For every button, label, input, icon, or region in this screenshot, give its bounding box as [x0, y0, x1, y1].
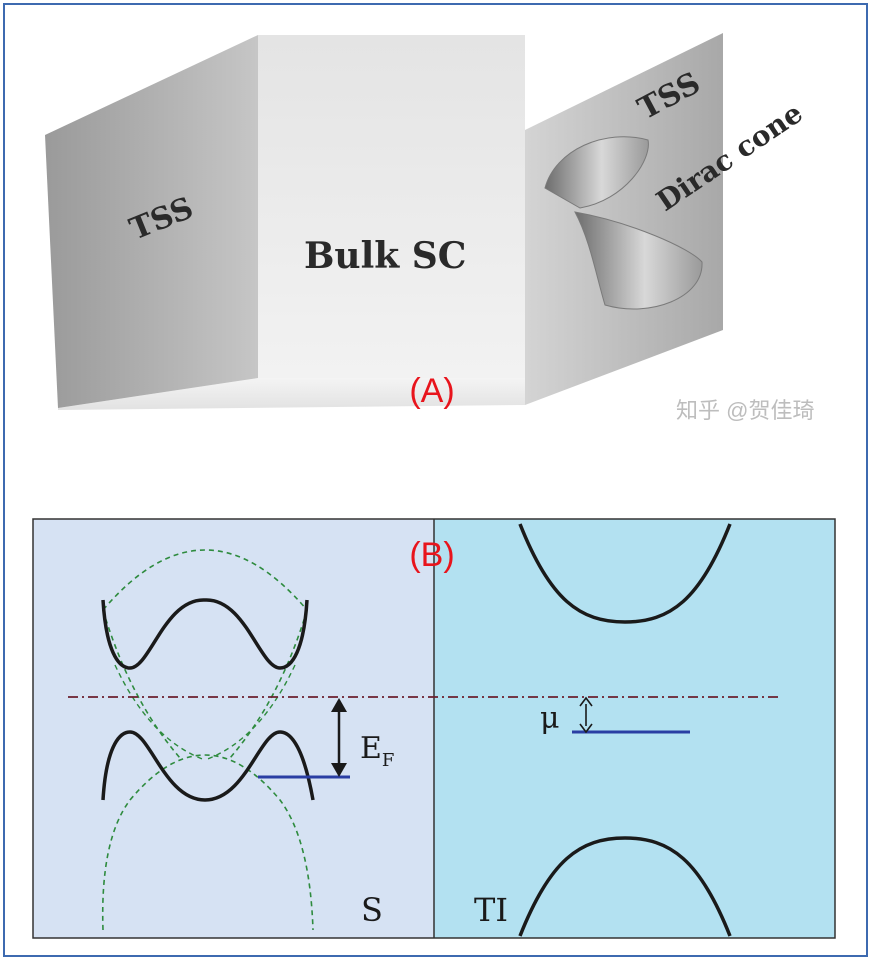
mu-arrow — [579, 696, 593, 734]
lower-cone — [574, 211, 703, 310]
dirac-cone — [544, 136, 703, 310]
bulk-sc-label: Bulk SC — [304, 235, 466, 277]
sc-band-upper — [101, 598, 309, 670]
s-label: S — [361, 891, 383, 929]
normal-band-upper-right — [229, 609, 308, 759]
panel-b-label: (B) — [409, 536, 454, 574]
s-region — [33, 519, 434, 938]
left-face — [45, 35, 258, 408]
ti-label: TI — [474, 891, 508, 929]
back-face — [258, 35, 525, 378]
mu-label: μ — [540, 701, 560, 736]
floor-face — [58, 378, 525, 410]
ef-label: EF — [360, 731, 394, 771]
upper-cone — [544, 136, 649, 209]
right-face — [525, 33, 723, 405]
panel-b: EF μ S TI (B) — [32, 518, 836, 939]
normal-band-cross — [114, 664, 296, 761]
ti-region — [434, 519, 835, 938]
sc-band-lower — [101, 730, 315, 802]
normal-band-upper — [102, 549, 308, 611]
normal-band-upper-left — [102, 609, 181, 759]
ef-arrow — [331, 698, 347, 777]
panel-a: TSS Bulk SC TSS Dirac cone (A) 知乎 @贺佳琦 — [45, 33, 814, 423]
normal-band-lower — [101, 754, 314, 931]
panel-a-label: (A) — [409, 372, 454, 410]
ti-conduction-band — [518, 523, 732, 624]
ti-valence-band — [518, 836, 732, 937]
watermark: 知乎 @贺佳琦 — [676, 398, 814, 423]
